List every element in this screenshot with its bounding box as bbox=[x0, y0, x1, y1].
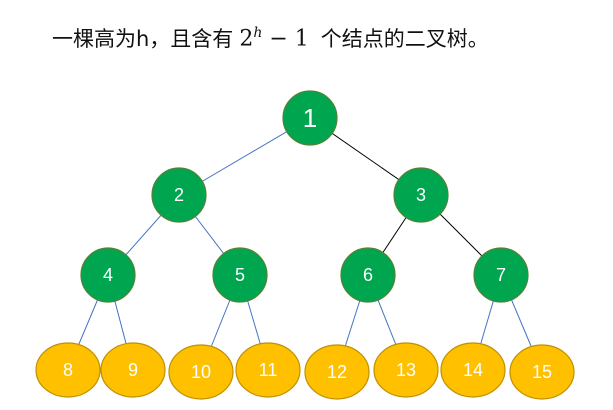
node-circle-6 bbox=[340, 247, 396, 303]
node-label-3: 3 bbox=[416, 185, 426, 205]
node-circle-9 bbox=[100, 342, 166, 398]
node-label-13: 13 bbox=[396, 360, 416, 380]
node-label-4: 4 bbox=[103, 265, 113, 285]
tree-node-10: 10 bbox=[168, 344, 234, 400]
tree-node-12: 12 bbox=[304, 344, 370, 400]
tree-node-14: 14 bbox=[440, 342, 506, 398]
node-circle-15 bbox=[509, 344, 575, 400]
node-label-12: 12 bbox=[327, 362, 347, 382]
caption-suffix: 个结点的二叉树。 bbox=[320, 27, 489, 51]
tree-node-8: 8 bbox=[35, 342, 101, 398]
tree-node-6: 6 bbox=[340, 247, 396, 303]
node-circle-2 bbox=[151, 167, 207, 223]
tree-node-4: 4 bbox=[80, 247, 136, 303]
tree-node-9: 9 bbox=[100, 342, 166, 398]
tree-node-5: 5 bbox=[212, 247, 268, 303]
node-label-11: 11 bbox=[259, 360, 278, 380]
tree-node-15: 15 bbox=[509, 344, 575, 400]
tree-node-11: 11 bbox=[235, 342, 301, 398]
node-label-5: 5 bbox=[235, 265, 245, 285]
caption: 一棵高为h，且含有 2h − 1 个结点的二叉树。 bbox=[52, 18, 489, 58]
edge-layer bbox=[67, 117, 543, 373]
tree-node-2: 2 bbox=[151, 167, 207, 223]
node-count-formula: 2h − 1 bbox=[239, 25, 308, 51]
formula-base: 2 bbox=[239, 26, 254, 52]
node-circle-14 bbox=[440, 342, 506, 398]
node-label-10: 10 bbox=[191, 362, 211, 382]
formula-exponent: h bbox=[253, 24, 263, 41]
node-label-1: 1 bbox=[303, 103, 317, 133]
caption-prefix: 一棵高为h，且含有 bbox=[52, 27, 234, 51]
tree-node-1: 1 bbox=[282, 90, 338, 146]
node-circle-1 bbox=[282, 90, 338, 146]
tree-node-3: 3 bbox=[393, 167, 449, 223]
node-label-14: 14 bbox=[463, 360, 483, 380]
node-circle-12 bbox=[304, 344, 370, 400]
node-circle-11 bbox=[235, 342, 301, 398]
node-circle-3 bbox=[393, 167, 449, 223]
node-label-2: 2 bbox=[174, 185, 184, 205]
tree-node-7: 7 bbox=[473, 247, 529, 303]
node-circle-4 bbox=[80, 247, 136, 303]
node-circle-7 bbox=[473, 247, 529, 303]
node-label-15: 15 bbox=[532, 362, 552, 382]
node-label-8: 8 bbox=[63, 360, 73, 380]
node-circle-5 bbox=[212, 247, 268, 303]
node-circle-8 bbox=[35, 342, 101, 398]
node-circle-10 bbox=[168, 344, 234, 400]
tree-node-13: 13 bbox=[373, 342, 439, 398]
formula-tail: − 1 bbox=[269, 26, 309, 52]
node-circle-13 bbox=[373, 342, 439, 398]
node-label-7: 7 bbox=[496, 265, 506, 285]
node-label-9: 9 bbox=[128, 360, 138, 380]
node-label-6: 6 bbox=[363, 265, 373, 285]
